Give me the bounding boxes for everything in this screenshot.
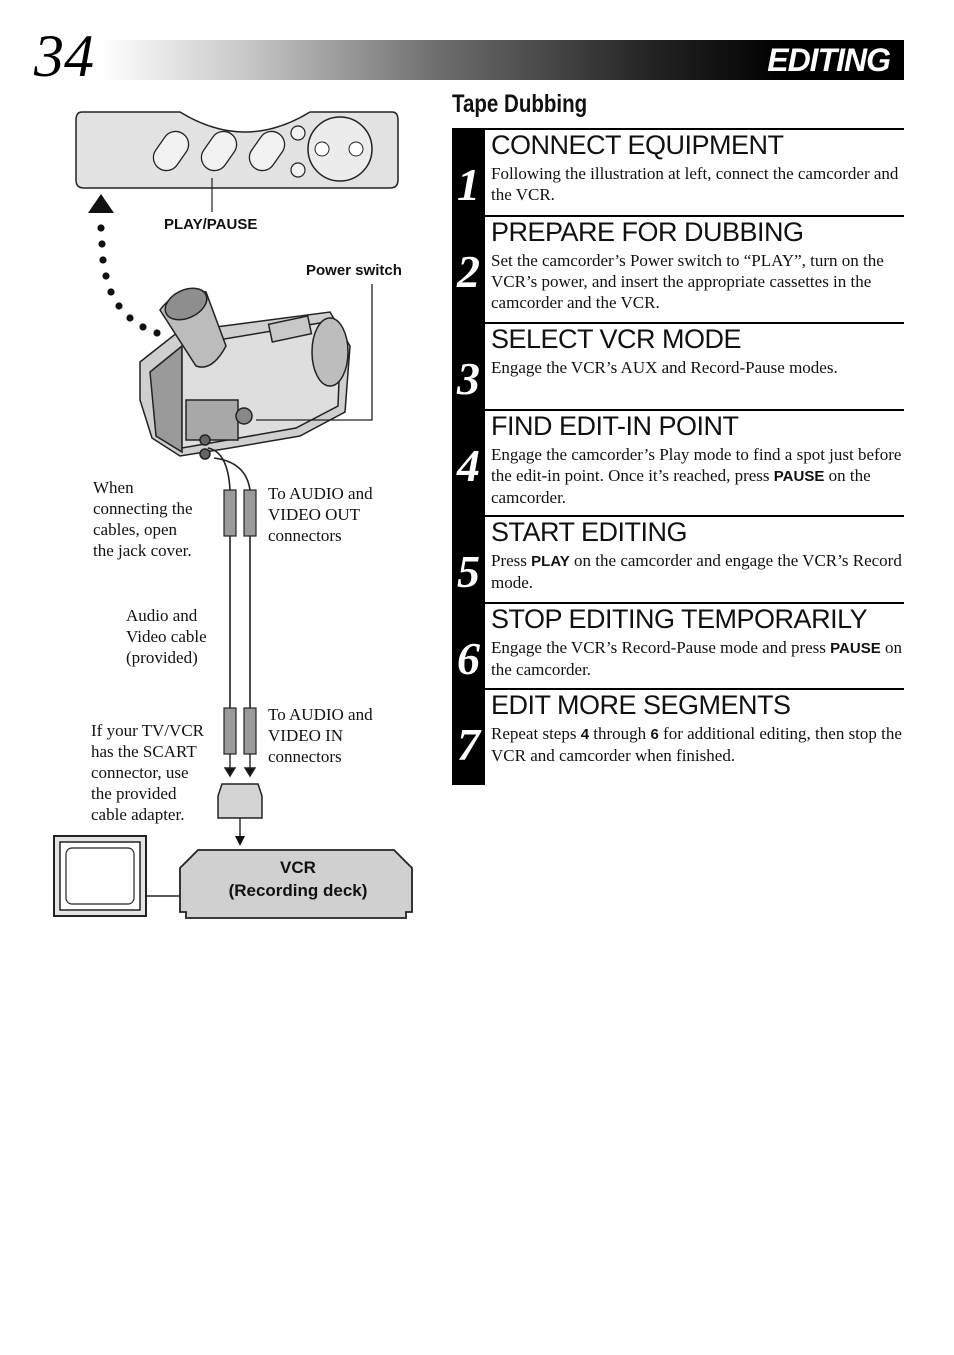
step-heading: START EDITING bbox=[491, 517, 688, 547]
step-body-text: on the camcorder. bbox=[491, 466, 871, 507]
page-title: EDITING bbox=[767, 42, 891, 78]
step-heading: CONNECT EQUIPMENT bbox=[491, 130, 784, 160]
step-body: Engage the camcorder’s Play mode to find… bbox=[491, 444, 903, 508]
camcorder-icon bbox=[139, 287, 351, 460]
step-body-text: through bbox=[589, 724, 651, 743]
step-body-emphasis: PAUSE bbox=[773, 468, 825, 485]
step-body-text: Repeat steps bbox=[491, 724, 581, 743]
small-button-icon bbox=[290, 125, 306, 141]
step-body-emphasis: 4 bbox=[580, 726, 590, 743]
dotted-path bbox=[97, 224, 161, 337]
step-body: Engage the VCR’s AUX and Record-Pause mo… bbox=[491, 357, 903, 378]
up-arrow-icon bbox=[88, 194, 114, 213]
audio-video-out-label: To AUDIO and VIDEO OUT connectors bbox=[268, 484, 373, 545]
step-body-text: Following the illustration at left, conn… bbox=[491, 164, 899, 204]
step-heading: STOP EDITING TEMPORARILY bbox=[491, 604, 868, 634]
step-body: Repeat steps 4 through 6 for additional … bbox=[491, 723, 903, 766]
step-body-text: Press bbox=[491, 551, 532, 570]
cable-label: Audio and Video cable (provided) bbox=[126, 606, 207, 667]
step-heading: EDIT MORE SEGMENTS bbox=[491, 690, 791, 720]
step-body: Engage the VCR’s Record-Pause mode and p… bbox=[491, 637, 903, 680]
step-divider bbox=[485, 215, 904, 217]
jack-cover-note: When connecting the cables, open the jac… bbox=[93, 478, 193, 560]
scart-adapter-icon bbox=[217, 783, 263, 819]
vcr-label: VCR (Recording deck) bbox=[228, 858, 368, 900]
rca-plug-icon bbox=[223, 489, 257, 755]
step-body-text: Set the camcorder’s Power switch to “PLA… bbox=[491, 251, 884, 312]
step-2: 2 PREPARE FOR DUBBING Set the camcorder’… bbox=[452, 215, 904, 322]
step-5: 5 START EDITING Press PLAY on the camcor… bbox=[452, 515, 904, 602]
step-divider bbox=[485, 688, 904, 690]
header-bar: EDITING bbox=[100, 40, 904, 80]
steps-number-bar bbox=[452, 128, 485, 785]
small-button-icon bbox=[290, 162, 306, 178]
audio-video-in-label: To AUDIO and VIDEO IN connectors bbox=[268, 705, 373, 766]
step-body-text: Engage the VCR’s Record-Pause mode and p… bbox=[491, 638, 831, 657]
step-3: 3 SELECT VCR MODE Engage the VCR’s AUX a… bbox=[452, 322, 904, 409]
step-number: 3 bbox=[457, 353, 480, 404]
step-body-emphasis: 6 bbox=[650, 726, 659, 743]
step-body-text: for additional editing, then stop the VC… bbox=[491, 724, 902, 765]
step-body: Following the illustration at left, conn… bbox=[491, 163, 903, 205]
playback-buttons-icon bbox=[152, 130, 286, 172]
step-body: Set the camcorder’s Power switch to “PLA… bbox=[491, 250, 903, 313]
step-number: 2 bbox=[457, 246, 480, 297]
play-pause-label: PLAY/PAUSE bbox=[164, 216, 258, 233]
step-divider bbox=[485, 409, 904, 411]
step-heading: SELECT VCR MODE bbox=[491, 324, 742, 354]
step-body-text: on the camcorder and engage the VCR’s Re… bbox=[491, 551, 902, 592]
step-divider bbox=[485, 602, 904, 604]
step-number: 4 bbox=[457, 440, 480, 491]
step-body-text: Engage the camcorder’s Play mode to find… bbox=[491, 445, 902, 485]
dial-icon bbox=[307, 116, 373, 182]
section-title: Tape Dubbing bbox=[452, 90, 588, 118]
step-divider bbox=[485, 128, 904, 130]
page-number: 34 bbox=[34, 23, 94, 89]
step-heading: FIND EDIT-IN POINT bbox=[491, 411, 739, 441]
step-body-text: on the camcorder. bbox=[491, 638, 902, 679]
step-6: 6 STOP EDITING TEMPORARILY Engage the VC… bbox=[452, 602, 904, 688]
dubbing-diagram: PLAY/PAUSE Power switch When connecting … bbox=[0, 0, 450, 960]
av-cable bbox=[207, 447, 251, 708]
vcr-icon bbox=[179, 849, 413, 919]
power-switch-label: Power switch bbox=[306, 262, 402, 279]
step-4: 4 FIND EDIT-IN POINT Engage the camcorde… bbox=[452, 409, 904, 515]
step-divider bbox=[485, 322, 904, 324]
step-heading: PREPARE FOR DUBBING bbox=[491, 217, 804, 247]
step-body-text: Engage the VCR’s AUX and Record-Pause mo… bbox=[491, 358, 838, 377]
tv-icon bbox=[53, 835, 147, 917]
step-body-emphasis: PLAY bbox=[531, 553, 570, 570]
step-number: 6 bbox=[457, 633, 480, 684]
step-7: 7 EDIT MORE SEGMENTS Repeat steps 4 thro… bbox=[452, 688, 904, 785]
connection-illustration bbox=[53, 111, 413, 919]
step-number: 7 bbox=[457, 719, 480, 770]
scart-note: If your TV/VCR has the SCART connector, … bbox=[91, 721, 205, 824]
step-divider bbox=[485, 515, 904, 517]
step-body: Press PLAY on the camcorder and engage t… bbox=[491, 550, 903, 593]
step-number: 1 bbox=[457, 159, 480, 210]
step-body-emphasis: PAUSE bbox=[830, 640, 881, 657]
step-number: 5 bbox=[457, 546, 480, 597]
step-1: 1 CONNECT EQUIPMENT Following the illust… bbox=[452, 128, 904, 215]
